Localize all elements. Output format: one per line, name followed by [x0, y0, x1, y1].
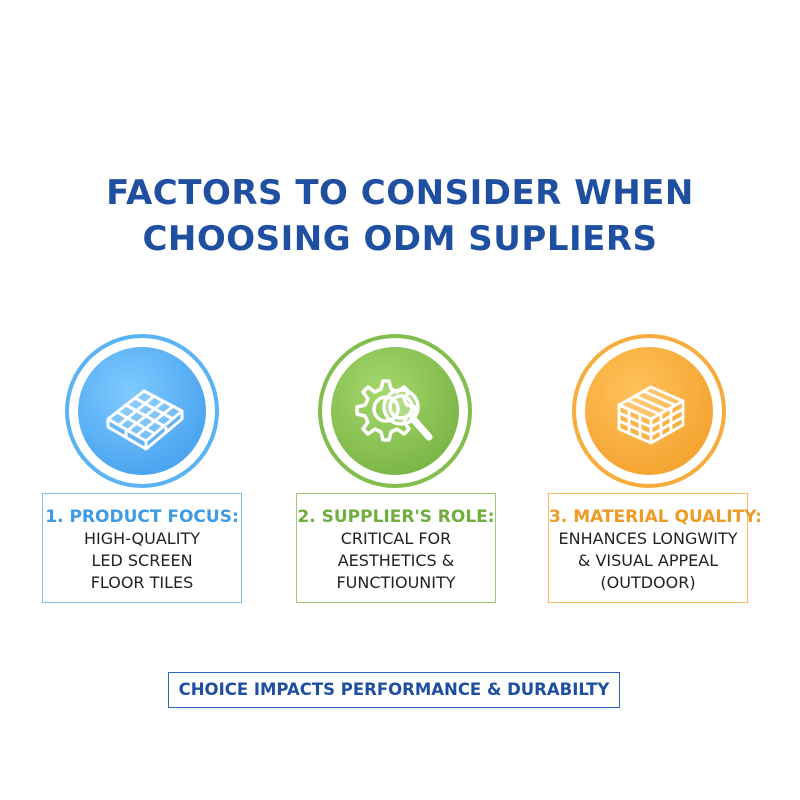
- factor-1-line-1: HIGH-QUALITY: [84, 529, 200, 548]
- factor-2-line-1: CRITICAL FOR: [340, 529, 452, 548]
- factor-2-description: CRITICAL FOR AESTHETICS & FUNCTIOUNITY: [297, 528, 495, 594]
- factor-2-header: 2. SUPPLIER'S ROLE:: [297, 507, 495, 527]
- factor-3-line-3: (OUTDOOR): [600, 573, 696, 592]
- factor-1-box: 1. PRODUCT FOCUS: HIGH-QUALITY LED SCREE…: [42, 493, 242, 603]
- factor-3-circle: [572, 334, 726, 488]
- factor-1-header: 1. PRODUCT FOCUS:: [45, 507, 239, 527]
- material-block-icon: [585, 347, 713, 475]
- footer-banner: CHOICE IMPACTS PERFORMANCE & DURABILTY: [168, 672, 620, 708]
- factor-3-header: 3. MATERIAL QUALITY:: [549, 507, 762, 527]
- led-floor-tile-icon: [78, 347, 206, 475]
- factor-3-ring: [572, 334, 726, 488]
- factor-1-description: HIGH-QUALITY LED SCREEN FLOOR TILES: [43, 528, 241, 594]
- factor-1-line-3: FLOOR TILES: [90, 573, 194, 592]
- factor-3-line-2: & VISUAL APPEAL: [577, 551, 719, 570]
- factor-1-ring: [65, 334, 219, 488]
- diagram-title: FACTORS TO CONSIDER WHEN CHOOSING ODM SU…: [0, 170, 800, 262]
- factor-3-line-1: ENHANCES LONGWITY: [558, 529, 738, 548]
- title-line-2: CHOOSING ODM SUPLIERS: [142, 219, 658, 259]
- factor-2-line-3: FUNCTIOUNITY: [336, 573, 456, 592]
- gear-magnifier-icon: [331, 347, 459, 475]
- factor-3-box: 3. MATERIAL QUALITY: ENHANCES LONGWITY &…: [548, 493, 762, 603]
- factor-3-description: ENHANCES LONGWITY & VISUAL APPEAL (OUTDO…: [549, 528, 747, 594]
- factor-1-circle: [65, 334, 219, 488]
- factor-2-box: 2. SUPPLIER'S ROLE: CRITICAL FOR AESTHET…: [296, 493, 496, 603]
- factor-1-line-2: LED SCREEN: [91, 551, 193, 570]
- title-line-1: FACTORS TO CONSIDER WHEN: [106, 173, 694, 213]
- factor-2-ring: [318, 334, 472, 488]
- factor-2-circle: [318, 334, 472, 488]
- factor-2-line-2: AESTHETICS &: [337, 551, 455, 570]
